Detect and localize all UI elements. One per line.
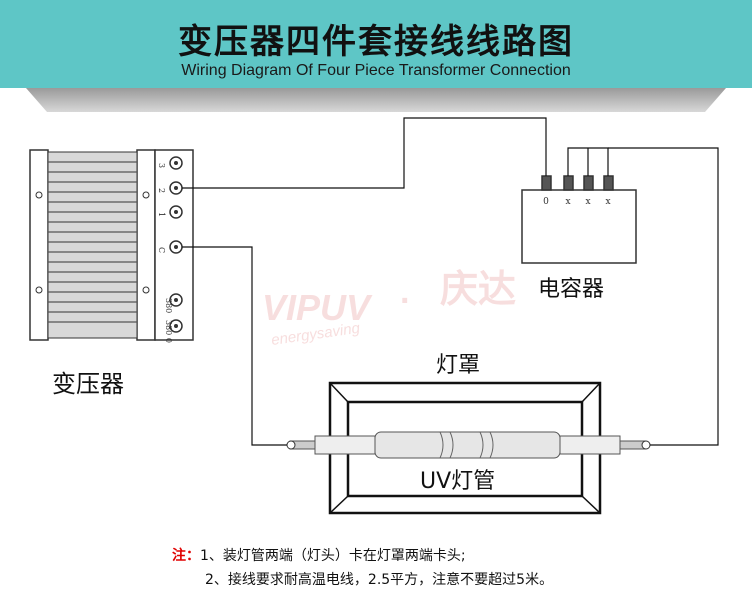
wire-capacitor-to-lamp [608, 147, 719, 446]
terminal-label-380-0: 380 0 [164, 320, 173, 343]
capacitor: 0 x x x [521, 175, 637, 264]
page-subtitle: Wiring Diagram Of Four Piece Transformer… [181, 62, 571, 79]
terminal-label-1: 1 [157, 212, 166, 217]
wire-transformer-2-to-capacitor-0 [182, 117, 547, 189]
wire-transformer-c-to-lamp [182, 246, 287, 446]
page-title: 变压器四件套接线线路图 [178, 22, 574, 62]
terminal-label-380: 380 [164, 298, 173, 313]
transformer: 3 2 1 C 380 380 0 [29, 149, 194, 343]
watermark-chinese: 庆达 [440, 267, 516, 311]
capacitor-terminal-x2: x [585, 197, 590, 207]
capacitor-terminal-x3: x [605, 197, 610, 207]
capacitor-terminal-x1: x [565, 197, 570, 207]
capacitor-terminal-0: 0 [543, 197, 549, 207]
notes-line-2-text: 2、接线要求耐高温电线，2.5平方，注意不要超过5米。 [205, 572, 554, 588]
notes-line-1-text: 1、装灯管两端（灯头）卡在灯罩两端卡头; [200, 548, 466, 564]
watermark-brand: VIPUV [262, 287, 373, 328]
watermark: VIPUV · 庆达 energysaving [262, 267, 516, 349]
header-ribbon [26, 88, 726, 112]
uv-lamp-label: UV灯管 [420, 469, 495, 494]
wires [182, 117, 719, 446]
notes-prefix: 注： [172, 548, 200, 564]
header-banner [0, 0, 752, 88]
watermark-dot: · [400, 282, 411, 320]
notes-line-2: 2、接线要求耐高温电线，2.5平方，注意不要超过5米。 [205, 569, 553, 589]
uv-lamp [286, 431, 651, 459]
terminal-label-2: 2 [157, 188, 166, 193]
terminal-label-3: 3 [157, 163, 166, 168]
capacitor-label: 电容器 [538, 277, 604, 302]
lamp-cover-label: 灯罩 [436, 353, 480, 378]
terminal-label-c: C [157, 247, 166, 253]
transformer-label: 变压器 [52, 370, 124, 398]
notes-line-1: 注：1、装灯管两端（灯头）卡在灯罩两端卡头; [172, 545, 466, 565]
